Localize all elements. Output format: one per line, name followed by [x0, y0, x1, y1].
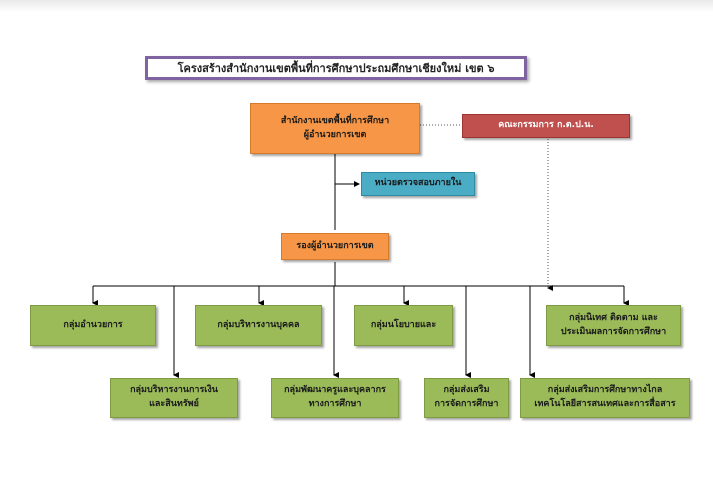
- group-admin-line1: กลุ่มอำนวยการ: [63, 319, 123, 330]
- group-distance-ict: กลุ่มส่งเสริมการศึกษาทางไกล เทคโนโลยีสาร…: [520, 378, 690, 418]
- audit-unit-box: หน่วยตรวจสอบภายใน: [361, 172, 475, 196]
- group-education-promotion-line2: การจัดการศึกษา: [434, 399, 499, 409]
- group-distance-ict-line2: เทคโนโลยีสารสนเทศและการสื่อสาร: [534, 399, 676, 409]
- group-supervision-line1: กลุ่มนิเทศ ติดตาม และ: [569, 312, 658, 323]
- committee-box: คณะกรรมการ ก.ต.ป.น.: [462, 114, 630, 138]
- group-supervision: กลุ่มนิเทศ ติดตาม และ ประเมินผลการจัดการ…: [546, 305, 681, 346]
- group-teacher-dev-line1: กลุ่มพัฒนาครูและบุคลากร: [284, 385, 386, 396]
- group-education-promotion: กลุ่มส่งเสริม การจัดการศึกษา: [424, 378, 509, 418]
- group-distance-ict-line1: กลุ่มส่งเสริมการศึกษาทางไกล: [547, 385, 663, 396]
- diagram-title: โครงสร้างสำนักงานเขตพื้นที่การศึกษาประถม…: [145, 56, 527, 80]
- group-personnel: กลุ่มบริหารงานบุคคล: [195, 305, 322, 346]
- director-line2: ผู้อำนวยการเขต: [303, 129, 367, 140]
- diagram-title-text: โครงสร้างสำนักงานเขตพื้นที่การศึกษาประถม…: [177, 62, 495, 75]
- group-supervision-line2: ประเมินผลการจัดการศึกษา: [560, 326, 667, 337]
- committee-label: คณะกรรมการ ก.ต.ป.น.: [498, 120, 594, 131]
- group-finance: กลุ่มบริหารงานการเงิน และสินทรัพย์: [110, 378, 238, 418]
- director-box: สำนักงานเขตพื้นที่การศึกษา ผู้อำนวยการเข…: [250, 103, 420, 154]
- deputy-label: รองผู้อำนวยการเขต: [296, 240, 374, 251]
- group-education-promotion-line1: กลุ่มส่งเสริม: [443, 385, 490, 396]
- group-teacher-dev: กลุ่มพัฒนาครูและบุคลากร ทางการศึกษา: [271, 378, 399, 418]
- group-teacher-dev-line2: ทางการศึกษา: [308, 399, 362, 409]
- group-finance-line2: และสินทรัพย์: [149, 399, 199, 409]
- group-policy: กลุ่มนโยบายและ: [354, 305, 453, 346]
- group-personnel-line1: กลุ่มบริหารงานบุคคล: [217, 319, 300, 330]
- group-finance-line1: กลุ่มบริหารงานการเงิน: [130, 385, 218, 396]
- deputy-box: รองผู้อำนวยการเขต: [281, 233, 389, 260]
- top-bar: [0, 0, 713, 12]
- group-admin: กลุ่มอำนวยการ: [30, 305, 156, 346]
- audit-unit-label: หน่วยตรวจสอบภายใน: [374, 178, 462, 189]
- group-policy-line1: กลุ่มนโยบายและ: [370, 319, 437, 330]
- director-line1: สำนักงานเขตพื้นที่การศึกษา: [280, 115, 390, 126]
